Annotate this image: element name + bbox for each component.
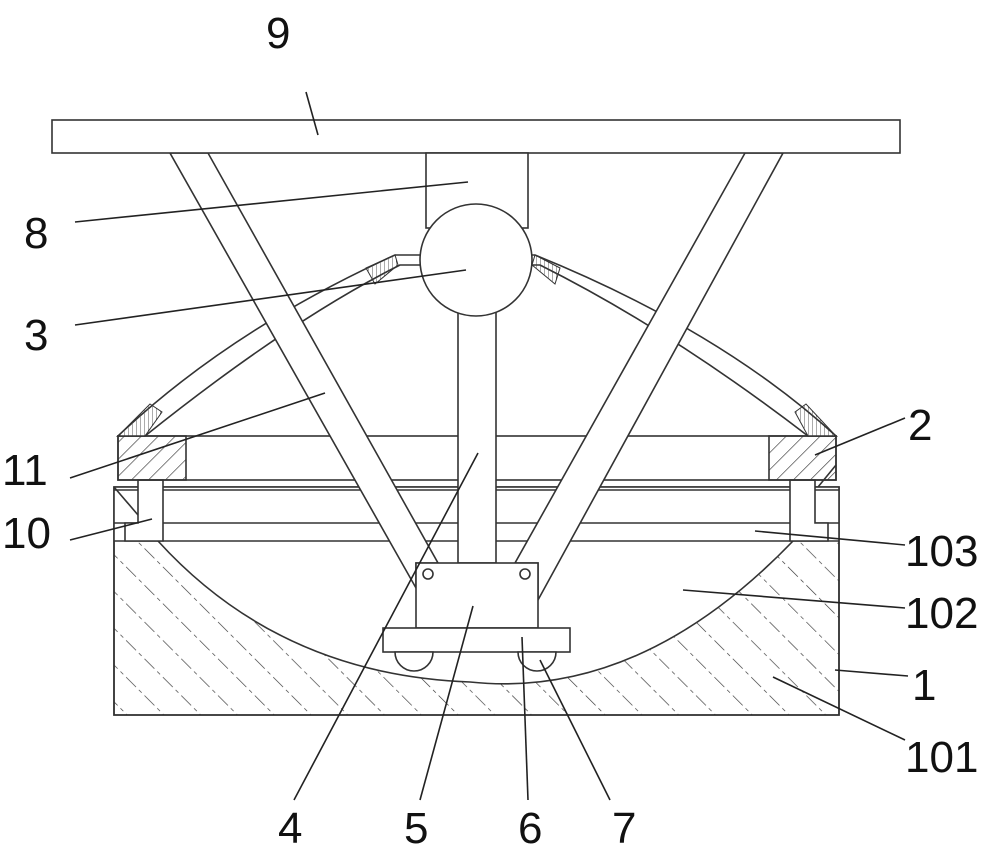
label-2: 2 [908,401,932,450]
label-102: 102 [905,589,978,638]
label-6: 6 [518,804,542,848]
ball-joint-3 [420,204,532,316]
label-7: 7 [612,804,636,848]
block-5 [416,563,538,628]
label-101: 101 [905,733,978,782]
label-11: 11 [2,446,48,495]
label-4: 4 [278,804,302,848]
label-9: 9 [266,9,290,58]
label-5: 5 [404,804,428,848]
label-3: 3 [24,311,48,360]
plate-6 [383,628,570,652]
label-103: 103 [905,527,978,576]
rod-4 [458,300,496,563]
label-1: 1 [912,661,936,710]
label-8: 8 [24,209,48,258]
top-plate-9 [52,120,900,153]
label-10: 10 [2,509,51,558]
